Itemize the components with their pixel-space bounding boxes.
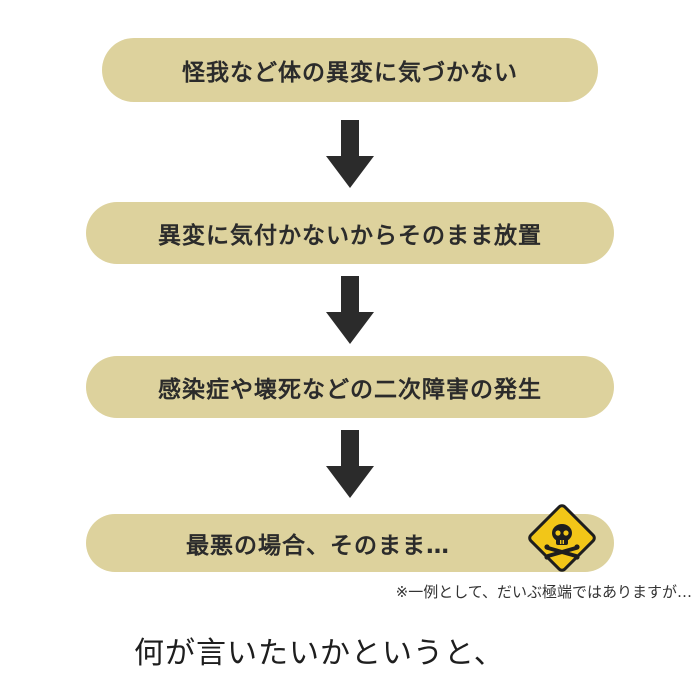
flow-step-1-label: 怪我など体の異変に気づかない: [182, 60, 518, 86]
skull-crossbones-warning-icon: [528, 504, 596, 572]
flow-step-3: 感染症や壊死などの二次障害の発生: [86, 356, 614, 418]
bottom-lead-text: 何が言いたいかというと、: [134, 636, 505, 671]
disclaimer-note: ※一例として、だいぶ極端ではありますが…: [395, 583, 692, 601]
flow-step-2: 異変に気付かないからそのまま放置: [86, 202, 614, 264]
flow-step-2-label: 異変に気付かないからそのまま放置: [158, 223, 542, 249]
down-arrow-icon: [326, 276, 374, 344]
flow-step-4: 最悪の場合、そのまま…: [86, 514, 614, 572]
down-arrow-icon: [326, 430, 374, 498]
flow-step-4-label: 最悪の場合、そのまま…: [186, 533, 450, 559]
flow-step-1: 怪我など体の異変に気づかない: [102, 38, 598, 102]
down-arrow-icon: [326, 120, 374, 188]
flow-step-3-label: 感染症や壊死などの二次障害の発生: [158, 377, 542, 403]
